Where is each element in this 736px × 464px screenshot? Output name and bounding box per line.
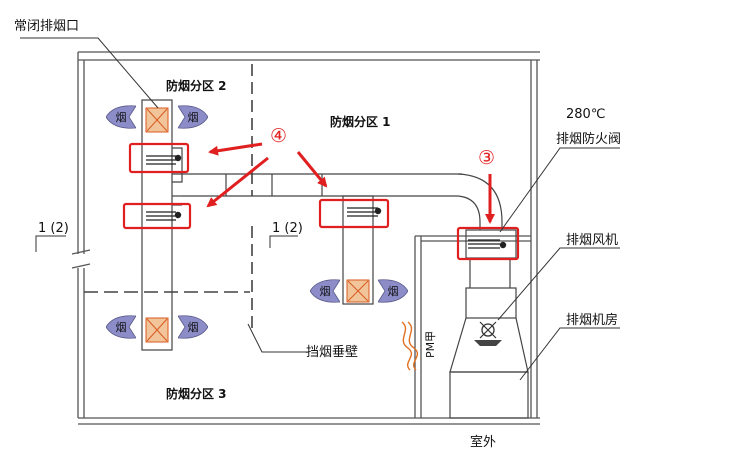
- label-zone1: 防烟分区 1: [330, 114, 391, 129]
- fire-damper-280: [468, 239, 507, 249]
- smoke-arrow: 烟: [106, 105, 136, 129]
- text-labels: 常闭排烟口 防烟分区 2 防烟分区 1 防烟分区 3 280℃ 排烟防火阀 排烟…: [14, 19, 621, 450]
- svg-text:烟: 烟: [188, 110, 199, 124]
- red-pointers: [206, 142, 495, 224]
- outlet-zone3: [145, 317, 169, 343]
- marker-four: ④: [270, 125, 287, 147]
- pm-label: PM甲: [424, 331, 437, 358]
- label-smoke-wall: 挡烟垂壁: [306, 345, 358, 360]
- smoke-outlets: [145, 107, 370, 343]
- label-level-mid: 1 (2): [272, 221, 303, 236]
- highlight-box-upper-left: [128, 142, 190, 174]
- label-temp: 280℃: [566, 107, 605, 122]
- smoke-arrow: 烟: [310, 279, 340, 303]
- outlet-zone2: [145, 107, 169, 133]
- label-level-left: 1 (2): [38, 221, 69, 236]
- label-fan: 排烟风机: [566, 233, 618, 248]
- svg-text:烟: 烟: [388, 284, 399, 298]
- label-fire-damper: 排烟防火阀: [556, 131, 621, 147]
- label-normally-closed-outlet: 常闭排烟口: [14, 19, 79, 34]
- marker-three: ③: [478, 147, 495, 169]
- label-zone3: 防烟分区 3: [166, 386, 227, 401]
- label-zone2: 防烟分区 2: [166, 78, 227, 93]
- damper-upper-left: [146, 154, 182, 165]
- pm-damper: PM甲: [401, 321, 437, 371]
- label-outdoor: 室外: [470, 434, 496, 450]
- highlight-boxes: [122, 142, 520, 261]
- building-walls: [71, 51, 540, 425]
- dampers: [146, 154, 507, 249]
- label-machine-room: 排烟机房: [566, 312, 618, 328]
- highlight-box-middle: [318, 198, 390, 229]
- damper-lower-left: [146, 211, 182, 221]
- outlet-zone1: [346, 279, 370, 303]
- highlight-box-lower-left: [122, 202, 192, 230]
- damper-middle: [347, 207, 382, 217]
- svg-text:烟: 烟: [116, 110, 127, 124]
- smoke-arrow: 烟: [378, 279, 408, 303]
- svg-text:烟: 烟: [188, 320, 199, 334]
- leader-lines: [20, 37, 620, 381]
- svg-text:烟: 烟: [320, 284, 331, 298]
- highlight-box-fire-damper: [456, 226, 520, 261]
- smoke-flow-arrows: 烟 烟 烟 烟 烟 烟: [106, 105, 408, 339]
- svg-text:烟: 烟: [116, 320, 127, 334]
- smoke-arrow: 烟: [178, 105, 208, 129]
- smoke-arrow: 烟: [178, 315, 208, 339]
- smoke-arrow: 烟: [106, 315, 136, 339]
